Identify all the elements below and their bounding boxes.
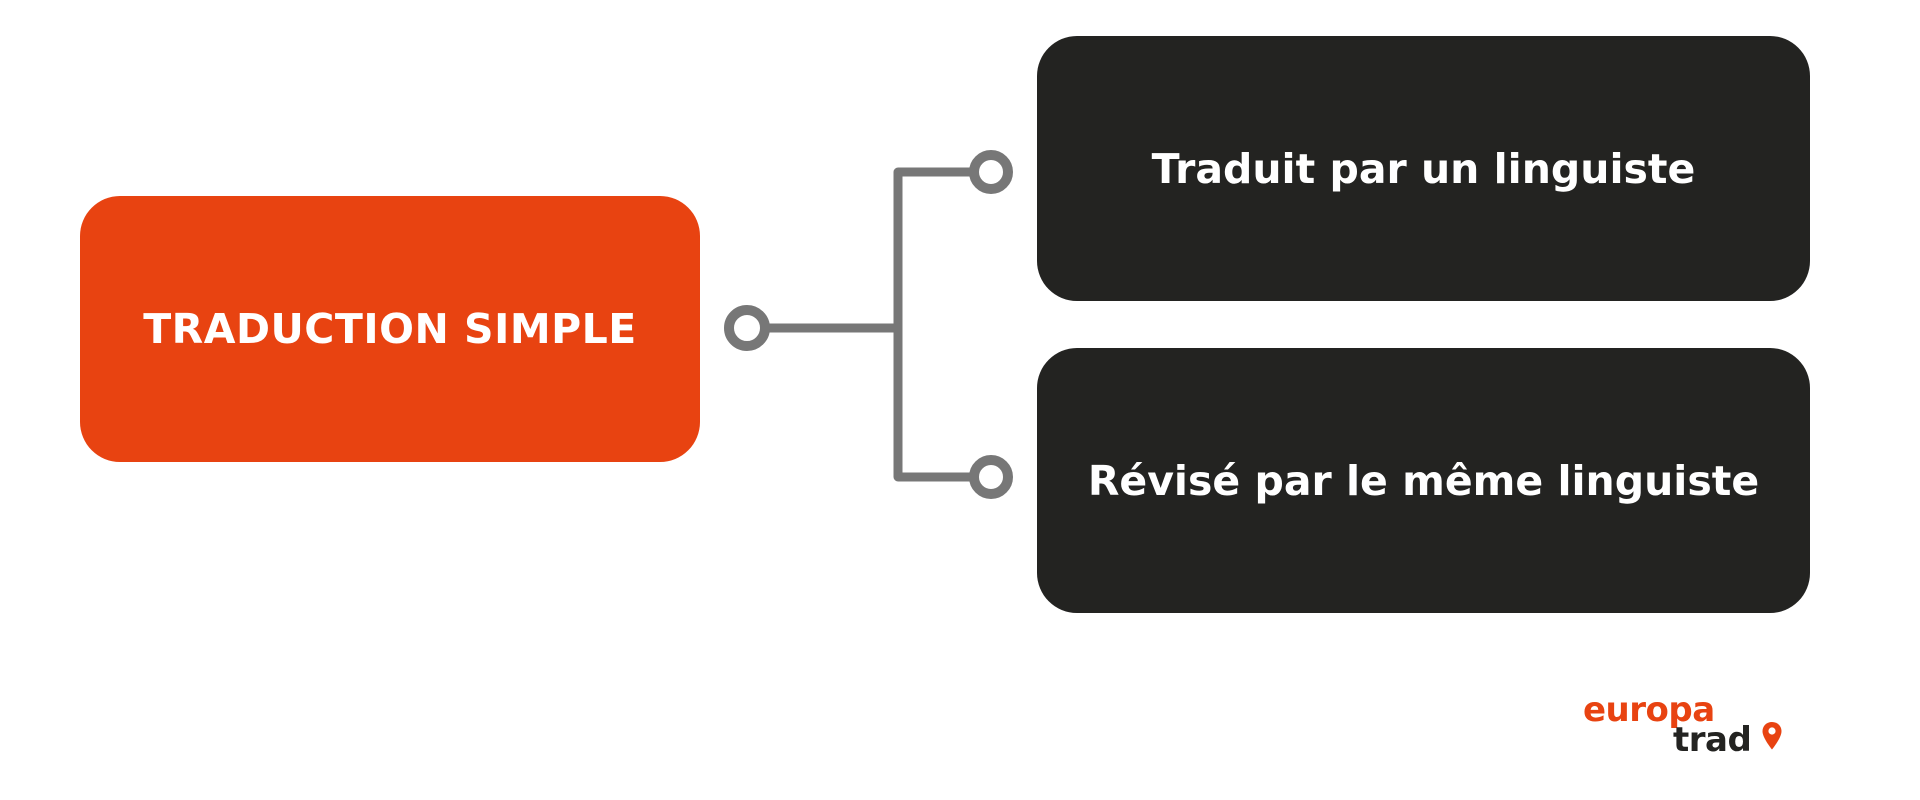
root-node: TRADUCTION SIMPLE	[80, 196, 700, 462]
child-node-1: Traduit par un linguiste	[1037, 36, 1810, 301]
child-node-2-label: Révisé par le même linguiste	[1087, 456, 1760, 505]
root-node-label: TRADUCTION SIMPLE	[143, 305, 637, 353]
child-node-2: Révisé par le même linguiste	[1037, 348, 1810, 613]
branch-line-upper	[893, 167, 980, 333]
branch-line-lower	[893, 323, 980, 482]
logo-text-europa: europa	[1583, 690, 1715, 730]
child-1-connector-node	[969, 150, 1013, 194]
europatrad-logo: europa trad	[1583, 693, 1783, 757]
location-pin-icon	[1762, 722, 1782, 750]
child-2-connector-node	[969, 455, 1013, 499]
child-node-1-label: Traduit par un linguiste	[1151, 144, 1696, 193]
logo-text-trad: trad	[1673, 720, 1752, 760]
root-connector-node	[724, 305, 770, 351]
